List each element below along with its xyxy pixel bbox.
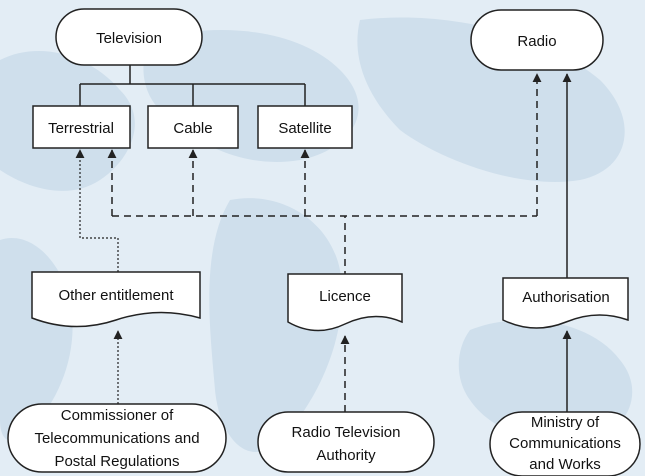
other-entitlement-node: Other entitlement bbox=[31, 271, 201, 328]
cable-label: Cable bbox=[173, 120, 212, 137]
television-node: Television bbox=[55, 8, 203, 66]
cable-node: Cable bbox=[147, 105, 239, 149]
commissioner-line-1: Commissioner of bbox=[61, 407, 174, 424]
connectors bbox=[75, 65, 572, 412]
commissioner-line-2: Telecommunications and bbox=[34, 430, 199, 447]
radio-tv-authority-line-1: Radio Television bbox=[292, 424, 401, 441]
authorisation-node: Authorisation bbox=[502, 277, 629, 329]
ministry-line-3: and Works bbox=[529, 456, 600, 473]
ministry-line-1: Ministry of bbox=[531, 414, 600, 431]
terrestrial-label: Terrestrial bbox=[48, 120, 114, 137]
ministry-line-2: Communications bbox=[509, 435, 621, 452]
tv-tree-connector bbox=[79, 65, 306, 106]
licence-label: Licence bbox=[319, 288, 371, 305]
terrestrial-node: Terrestrial bbox=[32, 105, 131, 149]
radio-tv-authority-line-2: Authority bbox=[316, 447, 376, 464]
commissioner-line-3: Postal Regulations bbox=[54, 453, 179, 470]
television-label: Television bbox=[96, 30, 162, 47]
radio-tv-authority-node: Radio Television Authority bbox=[257, 411, 435, 473]
other-entitlement-label: Other entitlement bbox=[58, 287, 174, 304]
authorisation-label: Authorisation bbox=[522, 289, 610, 306]
ministry-node: Ministry of Communications and Works bbox=[489, 411, 641, 476]
satellite-node: Satellite bbox=[257, 105, 353, 149]
satellite-label: Satellite bbox=[278, 120, 331, 137]
radio-label: Radio bbox=[517, 33, 556, 50]
commissioner-node: Commissioner of Telecommunications and P… bbox=[7, 403, 227, 473]
licence-node: Licence bbox=[287, 273, 403, 332]
radio-node: Radio bbox=[470, 9, 604, 71]
dotted-other-entitlement-to-terrestrial bbox=[75, 149, 119, 272]
